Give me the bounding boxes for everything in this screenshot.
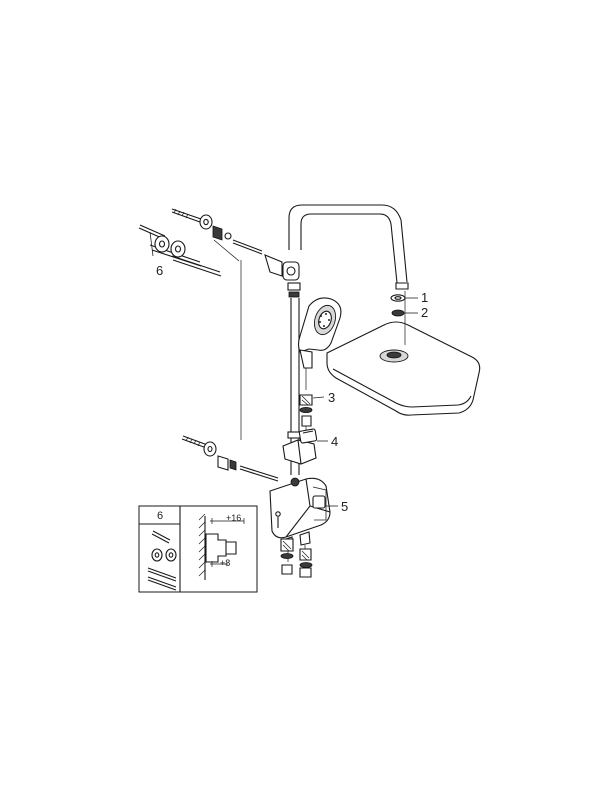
washer-icon xyxy=(199,214,213,230)
callout-6: 6 xyxy=(156,263,163,278)
lower-wall-bracket-parts xyxy=(181,435,279,482)
rosette-icon xyxy=(165,548,177,562)
temperature-knob-icon xyxy=(312,495,326,509)
washer-icon xyxy=(203,441,217,457)
callout-leaders xyxy=(149,231,418,521)
screw-icon xyxy=(171,208,202,223)
inset-part-label: 6 xyxy=(157,510,163,522)
upper-wall-bracket-parts xyxy=(138,208,300,440)
rosette-icon xyxy=(170,240,186,258)
callout-5: 5 xyxy=(341,499,348,514)
inset-dim-top: +16 xyxy=(226,513,241,523)
rail-bracket-icon xyxy=(264,254,283,277)
rosette-icon xyxy=(154,235,170,253)
s-union-connectors xyxy=(275,511,313,578)
rosette-icon xyxy=(151,548,163,562)
callout-4: 4 xyxy=(331,434,338,449)
hand-shower xyxy=(297,297,342,390)
hose-connector xyxy=(299,394,313,440)
dowel-icon xyxy=(147,567,177,591)
filter-icon xyxy=(391,309,405,317)
slider-holder xyxy=(282,428,318,465)
callout-2: 2 xyxy=(421,305,428,320)
seal-icon xyxy=(390,294,406,302)
bracket-nut-icon xyxy=(212,225,223,241)
screw-icon xyxy=(151,530,171,544)
callout-1: 1 xyxy=(421,290,428,305)
head-shower xyxy=(326,291,481,416)
inset-dim-bottom: +8 xyxy=(220,558,230,568)
inset-detail-box: 6 +16 +8 xyxy=(138,505,258,593)
callout-3: 3 xyxy=(328,390,335,405)
bracket-nut-icon xyxy=(217,455,229,471)
